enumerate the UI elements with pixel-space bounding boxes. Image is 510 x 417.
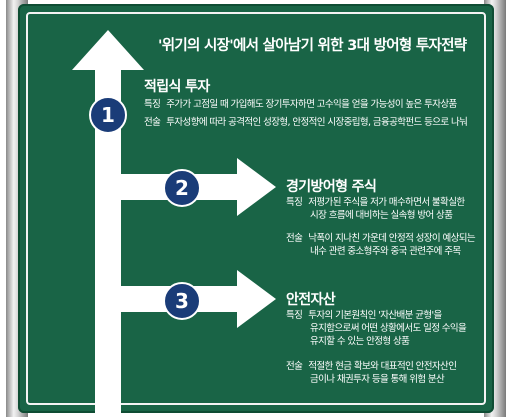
strategy-3-tactic: 전술 적절한 현금 확보와 대표적인 안전자산인	[286, 360, 457, 373]
feature-label: 특징	[286, 197, 303, 208]
badge-3: 3	[163, 282, 201, 320]
tactic-text: 투자성향에 따라 공격적인 성장형, 안정적인 시장중립형, 금융공학펀드 등으…	[166, 117, 468, 128]
strategy-3-tactic-cont: 금이나 채권투자 등을 통해 위험 분산	[310, 374, 445, 385]
sign-border	[26, 12, 486, 405]
strategy-2-feature: 특징 저평가된 주식을 저가 매수하면서 불확실한	[286, 196, 465, 209]
tactic-label: 전술	[286, 233, 303, 244]
strategy-1-feature: 특징 주가가 고점일 때 가입해도 장기투자하면 고수익을 얻을 가능성이 높은 …	[144, 98, 457, 111]
feature-label: 특징	[144, 99, 161, 110]
strategy-2-tactic-cont: 내수 관련 중소형주와 중국 관련주에 주목	[310, 246, 461, 257]
tactic-label: 전술	[144, 117, 161, 128]
strategy-1-name: 적립식 투자	[144, 79, 210, 95]
arrow-up	[72, 30, 144, 417]
tactic-text: 낙폭이 지나친 가운데 안정적 성장이 예상되는	[308, 233, 476, 244]
tactic-label: 전술	[286, 361, 303, 372]
feature-label: 특징	[286, 310, 303, 321]
feature-text: 저평가된 주식을 저가 매수하면서 불확실한	[308, 197, 465, 208]
strategy-2-feature-cont: 시장 흐름에 대비하는 실속형 방어 상품	[310, 210, 453, 221]
badge-2: 2	[163, 169, 201, 207]
strategy-2-tactic: 전술 낙폭이 지나친 가운데 안정적 성장이 예상되는	[286, 232, 476, 245]
diagram-title: '위기의 시장'에서 살아남기 위한 3대 방어형 투자전략	[158, 38, 467, 54]
feature-text: 주가가 고점일 때 가입해도 장기투자하면 고수익을 얻을 가능성이 높은 투자…	[166, 99, 457, 110]
feature-text: 투자의 기본원칙인 '자산배분 균형'을	[308, 310, 442, 321]
strategy-3-name: 안전자산	[286, 292, 336, 308]
strategy-3-feature-cont-2: 유지할 수 있는 안정형 상품	[310, 336, 410, 347]
strategy-1-tactic: 전술 투자성향에 따라 공격적인 성장형, 안정적인 시장중립형, 금융공학펀드 …	[144, 116, 468, 129]
strategy-2-name: 경기방어형 주식	[286, 179, 377, 195]
tactic-text: 적절한 현금 확보와 대표적인 안전자산인	[308, 361, 457, 372]
strategy-3-feature: 특징 투자의 기본원칙인 '자산배분 균형'을	[286, 309, 442, 322]
badge-1: 1	[89, 96, 127, 134]
strategy-3-feature-cont-1: 유지함으로써 어떤 상황에서도 일정 수익을	[310, 323, 467, 334]
